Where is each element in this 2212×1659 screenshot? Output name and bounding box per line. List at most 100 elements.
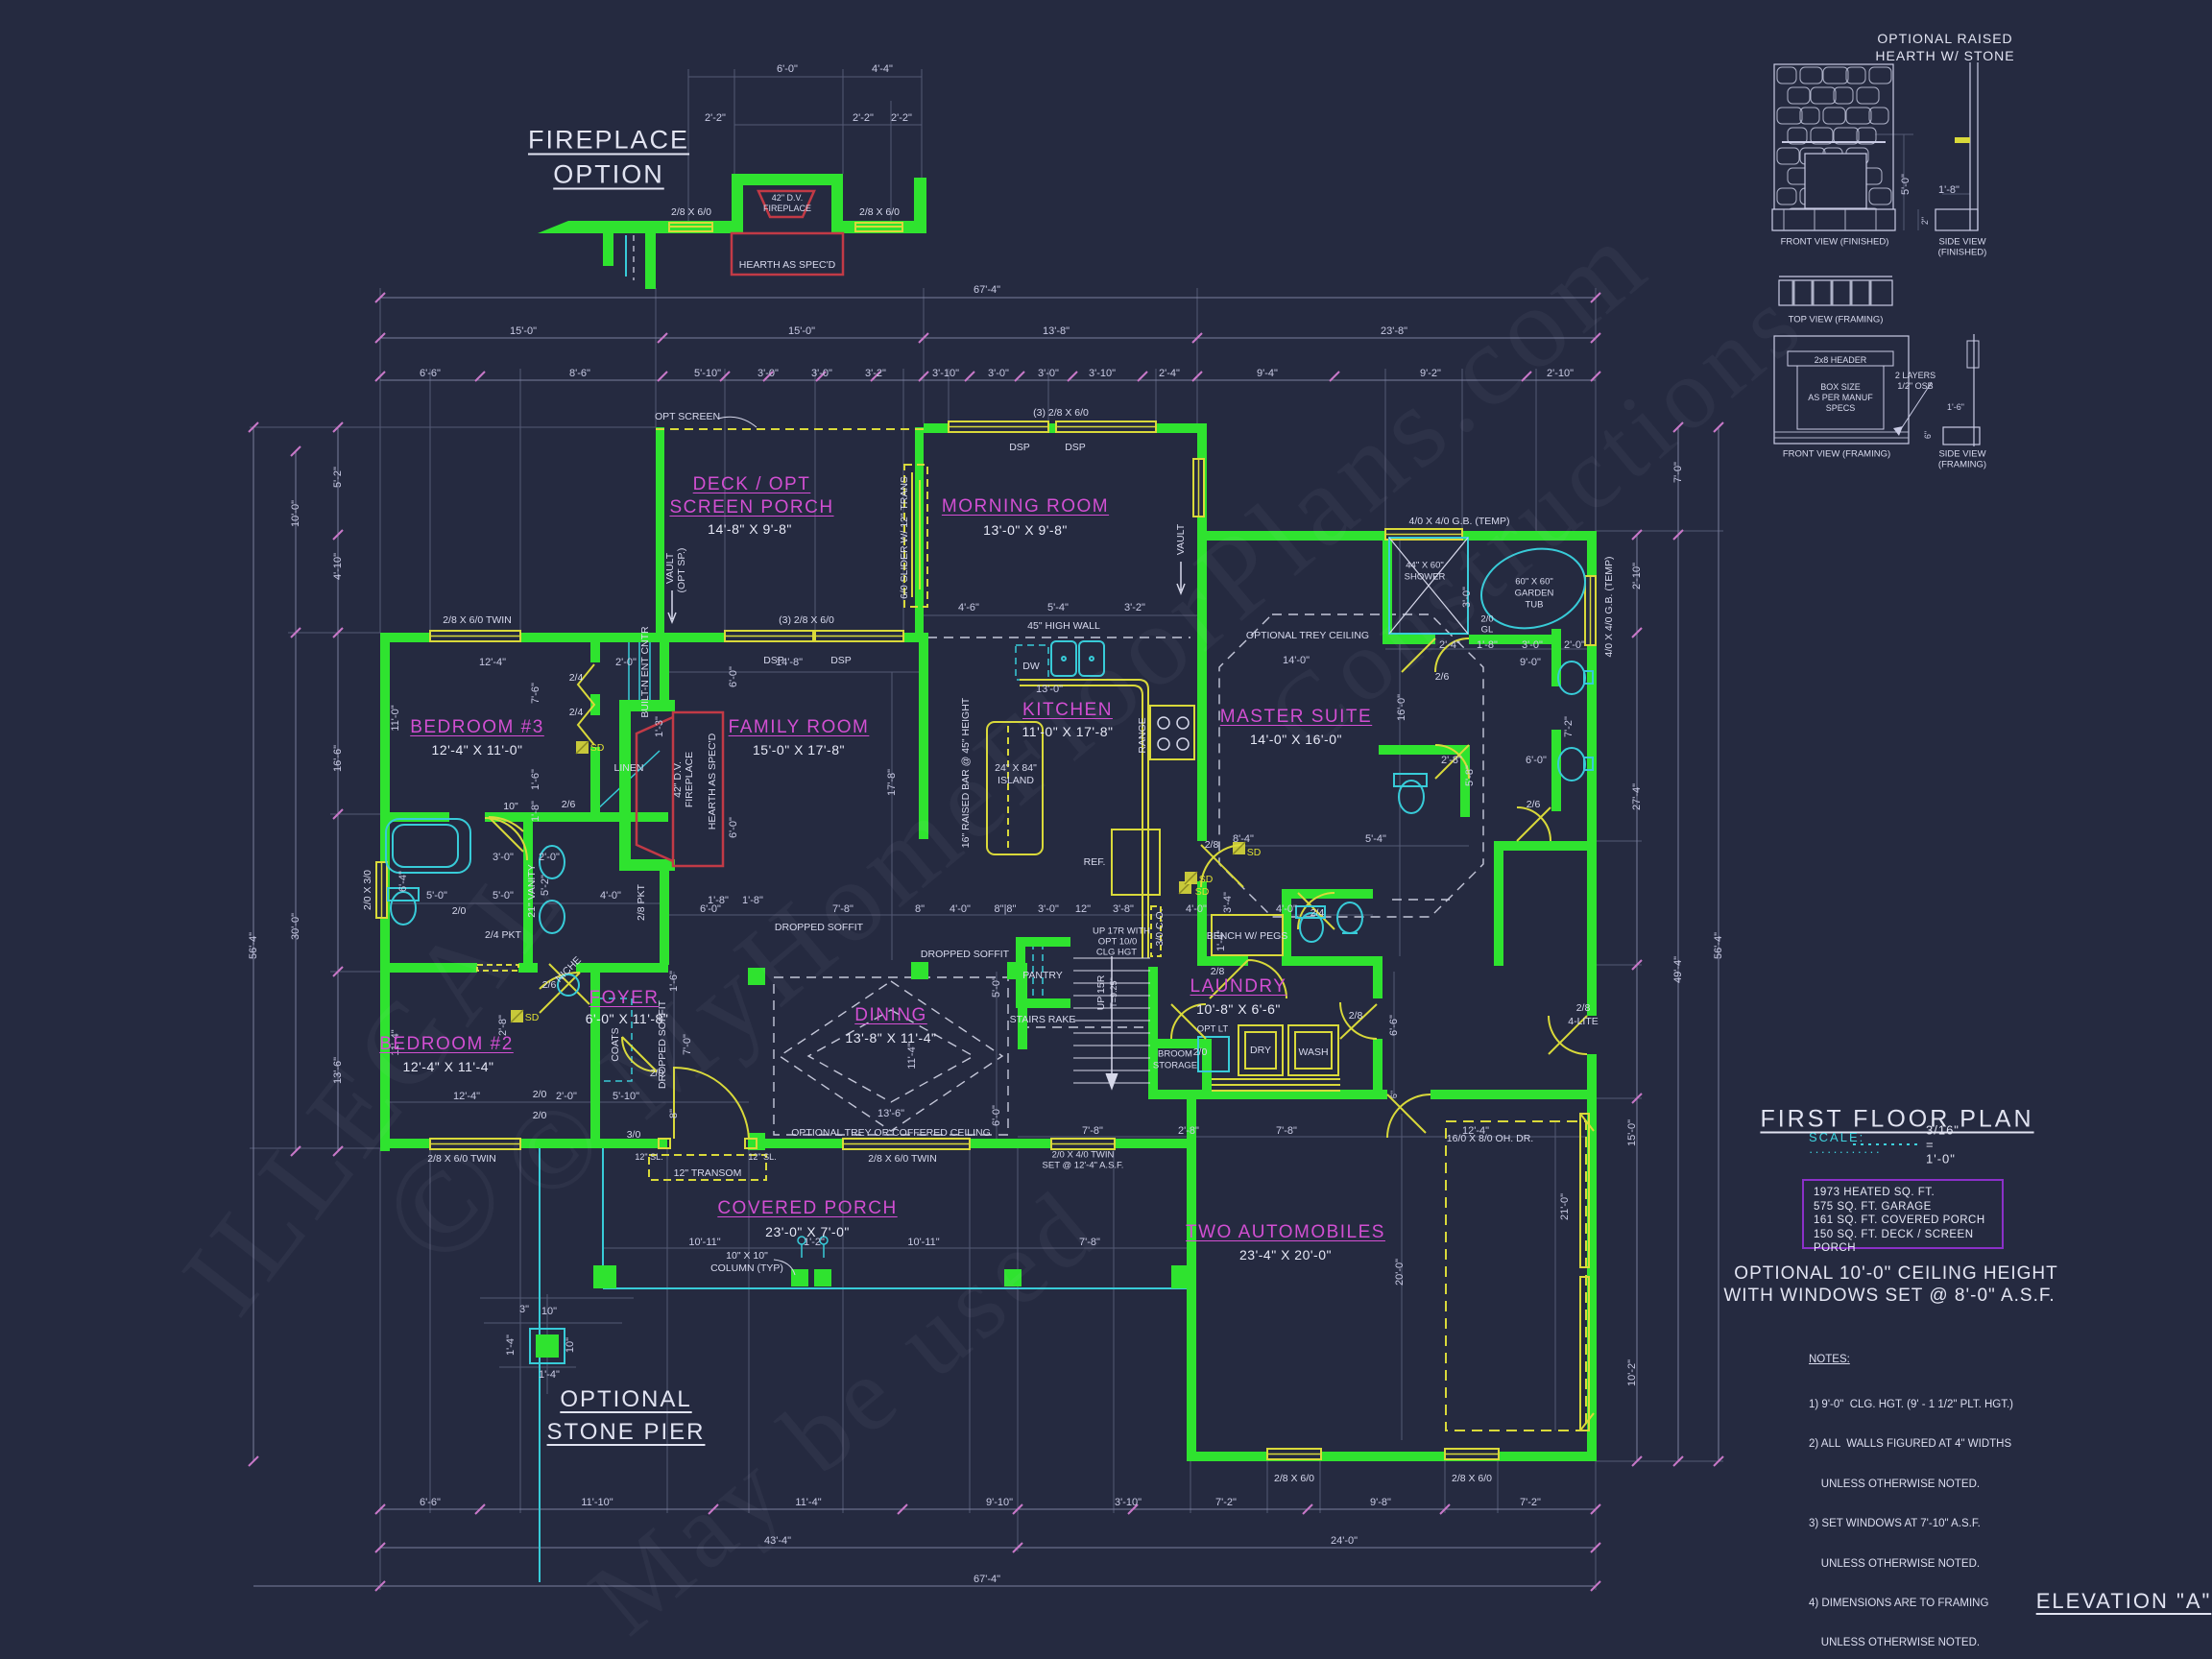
annotation: 17'-8" <box>886 768 898 797</box>
annotation: 2/8 X 6/0 <box>858 206 901 218</box>
annotation: 3'-0" <box>757 368 779 379</box>
annotation: (3) 2/8 X 6/0 <box>1033 407 1089 419</box>
annotation: TUB <box>1525 599 1544 611</box>
annotation: 7'-6" <box>530 683 541 704</box>
annotation: 14'-0" <box>1282 655 1310 666</box>
annotation: 2/8 <box>1210 966 1225 977</box>
annotation: DSP <box>763 655 784 666</box>
annotation: 2/0 <box>649 1068 664 1079</box>
annotation: 11'-0" X 17'-8" <box>1022 724 1114 739</box>
annotation: 6'-0" <box>991 1105 1002 1126</box>
toilet <box>390 891 417 926</box>
master-sink2 <box>1557 747 1586 781</box>
annotation: 2/4 <box>568 707 584 718</box>
annotation: 5'-4" <box>1365 833 1386 845</box>
annotation: 7'-8" <box>832 903 854 915</box>
room-master: MASTER SUITE <box>1219 707 1373 727</box>
annotation: SET @ 12'-4" A.S.F. <box>1042 1160 1124 1171</box>
annotation: STORAGE <box>1152 1060 1198 1071</box>
annotation: ISLAND <box>998 775 1034 786</box>
annotation: 7'-2" <box>1563 716 1575 737</box>
annotation: PANTRY <box>1022 970 1063 981</box>
annotation: 2x8 HEADER <box>1814 355 1867 365</box>
annotation: 1'-4" <box>539 1369 560 1381</box>
annotation: 4'-4" <box>872 63 893 75</box>
annotation: 1'-4" <box>1215 930 1227 951</box>
area-row: 150 SQ. FT. DECK / SCREEN PORCH <box>1814 1228 1974 1255</box>
annotation: OPT 10/0 <box>1097 936 1138 948</box>
annotation: 4'-0" <box>600 890 621 902</box>
annotation: FIREPLACE <box>762 204 812 213</box>
annotation: 2/6 <box>541 979 557 991</box>
annotation: 2'-10" <box>1546 368 1575 379</box>
note-line: 1) 9'-0" CLG. HGT. (9' - 1 1/2" PLT. HGT… <box>1809 1398 2014 1410</box>
annotation: 13'-6" <box>877 1108 905 1119</box>
annotation: 4/0 X 4/0 G.B. (TEMP) <box>1408 516 1510 527</box>
annotation: 3'-8" <box>1113 903 1134 915</box>
annotation: 4-LITE <box>1568 1016 1599 1027</box>
annotation: 15'-0" <box>509 325 538 337</box>
annotation: 2'-0" <box>556 1091 577 1102</box>
shower-x <box>1388 537 1469 635</box>
annotation: OPT LT <box>1196 1023 1229 1035</box>
annotation: BENCH W/ PEGS <box>1206 930 1288 942</box>
annotation: 4'-10" <box>332 552 344 581</box>
annotation: DROPPED SOFFIT <box>774 922 864 933</box>
annotation: 1'-8" <box>708 895 729 906</box>
annotation: 3'-10" <box>1088 368 1117 379</box>
annotation: 2'-2" <box>853 112 874 124</box>
annotation: 49'-4" <box>1672 955 1684 984</box>
annotation: 7'-2" <box>1215 1497 1237 1508</box>
fireplace-option-title: FIREPLACE <box>527 125 690 155</box>
annotation: 12" <box>1074 903 1092 915</box>
annotation: SPECS <box>1825 403 1856 413</box>
annotation: 2" <box>1920 216 1930 226</box>
annotation: 12" TRANSOM <box>673 1167 742 1179</box>
annotation: 1'-6" <box>668 971 680 992</box>
room-porch: COVERED PORCH <box>717 1198 898 1218</box>
annotation: 3'-2" <box>1124 602 1145 613</box>
annotation: (OPT SP.) <box>676 547 687 593</box>
annotation: 2/0 <box>532 1110 547 1121</box>
master-sink1 <box>1557 661 1586 695</box>
annotation: FIREPLACE <box>684 751 695 808</box>
annotation: DSP <box>1009 442 1030 453</box>
annotation: 15'-0" X 17'-8" <box>753 742 845 757</box>
annotation: 56'-4" <box>248 931 259 960</box>
annotation: 7'-2" <box>1520 1497 1541 1508</box>
annotation: 13'-6" <box>332 1056 344 1085</box>
annotation: 3'-4" <box>1222 892 1234 913</box>
niche-table <box>557 974 580 997</box>
annotation: 16" RAISED BAR @ 45" HEIGHT <box>960 697 972 849</box>
annotation: OPTIONAL TREY OR COFFERED CEILING <box>791 1127 991 1139</box>
annotation: STAIRS RAKE <box>1009 1014 1076 1025</box>
annotation: 14'-8" X 9'-8" <box>708 521 792 537</box>
annotation: 15'-0" <box>787 325 816 337</box>
annotation: 12'-4" <box>1461 1125 1490 1137</box>
annotation: 2'-8" <box>1441 755 1462 766</box>
annotation: 24'-0" <box>1330 1535 1358 1547</box>
master-toilet <box>1398 780 1425 814</box>
bathtub <box>385 818 471 874</box>
range-burners <box>1157 716 1190 751</box>
annotation: (FINISHED) <box>1937 247 1987 258</box>
annotation: 12'-4" X 11'-4" <box>402 1059 494 1074</box>
room-deck: DECK / OPT <box>692 474 811 494</box>
annotation: SHOWER <box>1404 571 1446 583</box>
room-deck: SCREEN PORCH <box>669 497 834 517</box>
annotation: FRONT VIEW (FRAMING) <box>1782 448 1891 460</box>
ceiling-dashed <box>773 613 1484 1136</box>
annotation: 1'-8" <box>530 801 541 822</box>
annotation: 23'-0" X 7'-0" <box>765 1224 850 1239</box>
annotation: 30'-0" <box>290 912 301 941</box>
annotation: 13'-0" <box>1035 684 1064 695</box>
annotation: 6'-6" <box>420 368 441 379</box>
garden-tub <box>1479 547 1587 630</box>
room-morning: MORNING ROOM <box>941 496 1110 517</box>
annotation: UP 15R <box>1095 974 1107 1011</box>
room-garage: TWO AUTOMOBILES <box>1186 1222 1385 1242</box>
annotation: VAULT <box>1175 523 1187 556</box>
annotation: 2/8 <box>1348 1010 1363 1022</box>
